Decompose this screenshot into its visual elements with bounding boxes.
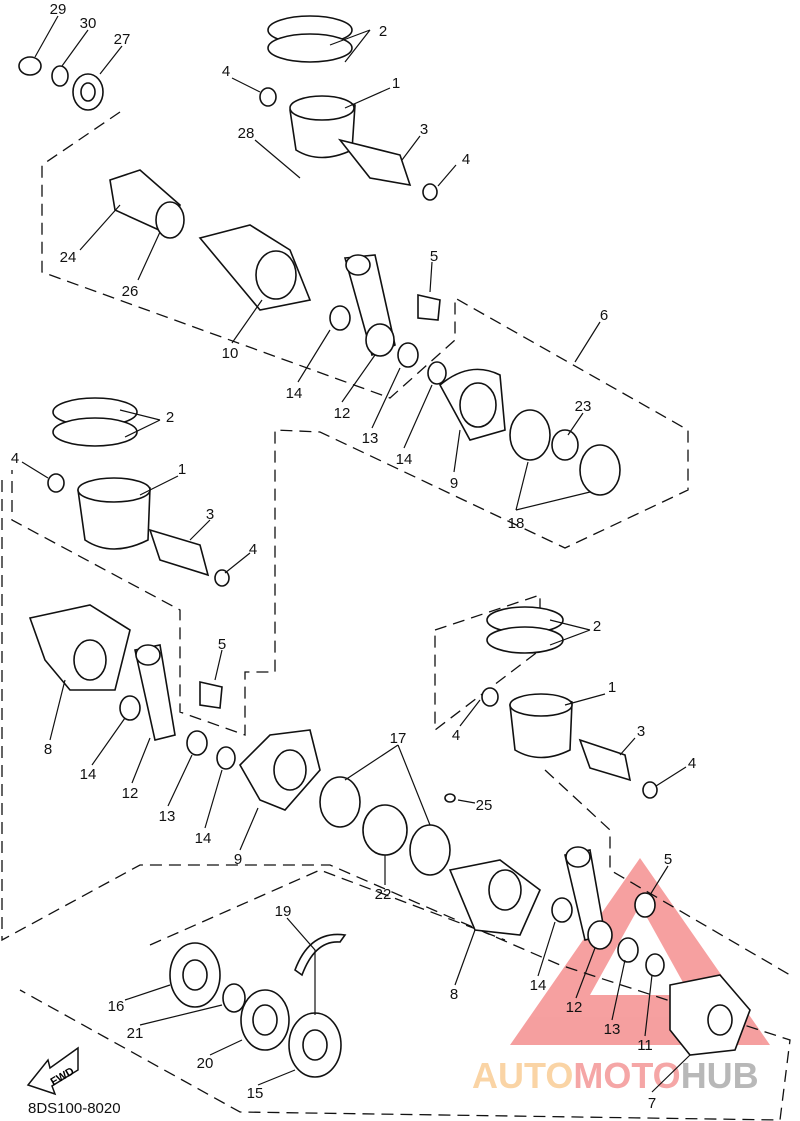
- callout: 29: [50, 1, 67, 18]
- callout: 17: [390, 730, 407, 747]
- callout: 4: [452, 727, 460, 744]
- callout: 21: [127, 1025, 144, 1042]
- callout: 22: [375, 886, 392, 903]
- callout: 1: [392, 75, 400, 92]
- callout: 15: [247, 1085, 264, 1102]
- callout: 12: [122, 785, 139, 802]
- callout: 26: [122, 283, 139, 300]
- callout: 14: [530, 977, 547, 994]
- group-boundaries: [1, 111, 791, 1121]
- callout: 8: [450, 986, 458, 1003]
- bearing-part: [509, 409, 551, 461]
- watermark-text: AUTOMOTOHUB: [472, 1055, 759, 1096]
- callout: 25: [476, 797, 493, 814]
- callout: 1: [608, 679, 616, 696]
- washer-part: [51, 65, 69, 87]
- callout: 10: [222, 345, 239, 362]
- callout: 14: [195, 830, 212, 847]
- callout: 5: [218, 636, 226, 653]
- parts-middle-group: [28, 397, 456, 876]
- callout: 14: [286, 385, 303, 402]
- parts-bottom-group: [169, 933, 347, 1078]
- callout: 12: [334, 405, 351, 422]
- leader-lines: [21, 15, 691, 1093]
- callout: 14: [396, 451, 413, 468]
- callout: 9: [450, 475, 458, 492]
- callout: 12: [566, 999, 583, 1016]
- callout: 20: [197, 1055, 214, 1072]
- callout: 2: [379, 23, 387, 40]
- callout: 16: [108, 998, 125, 1015]
- callout: 11: [637, 1037, 653, 1054]
- callout: 9: [234, 851, 242, 868]
- callout: 18: [508, 515, 525, 532]
- callout: 13: [159, 808, 176, 825]
- watermark-moto: MOTO: [573, 1055, 680, 1096]
- callout: 4: [222, 63, 230, 80]
- callout: 3: [206, 506, 214, 523]
- callout-labels: 29 30 27 2 4 1 3 28 4 24 26 5 6 10 14 12…: [11, 1, 696, 1112]
- parts-top-group: [18, 15, 621, 496]
- callout: 23: [575, 398, 592, 415]
- callout: 4: [688, 755, 696, 772]
- callout: 2: [593, 618, 601, 635]
- callout: 24: [60, 249, 77, 266]
- callout: 8: [44, 741, 52, 758]
- callout: 14: [80, 766, 97, 783]
- callout: 13: [362, 430, 379, 447]
- callout: 19: [275, 903, 292, 920]
- nut-part: [18, 56, 42, 76]
- fwd-arrow-icon: FWD: [26, 1046, 79, 1096]
- parts-right-group: [448, 606, 751, 1056]
- callout: 27: [114, 31, 131, 48]
- callout: 1: [178, 461, 186, 478]
- circlip-part: [259, 87, 277, 107]
- callout: 5: [430, 248, 438, 265]
- callout: 7: [648, 1095, 656, 1112]
- watermark-hub: HUB: [681, 1055, 759, 1096]
- callout: 28: [238, 125, 255, 142]
- callout: 13: [604, 1021, 621, 1038]
- watermark-auto: AUTO: [472, 1055, 573, 1096]
- piston-pin-part: [337, 138, 412, 187]
- callout: 4: [11, 450, 19, 467]
- diagram-code: 8DS100-8020: [28, 1100, 121, 1117]
- callout: 3: [637, 723, 645, 740]
- callout: 6: [600, 307, 608, 324]
- callout: 3: [420, 121, 428, 138]
- callout: 5: [664, 851, 672, 868]
- callout: 4: [462, 151, 470, 168]
- callout: 4: [249, 541, 257, 558]
- callout: 30: [80, 15, 97, 32]
- callout: 2: [166, 409, 174, 426]
